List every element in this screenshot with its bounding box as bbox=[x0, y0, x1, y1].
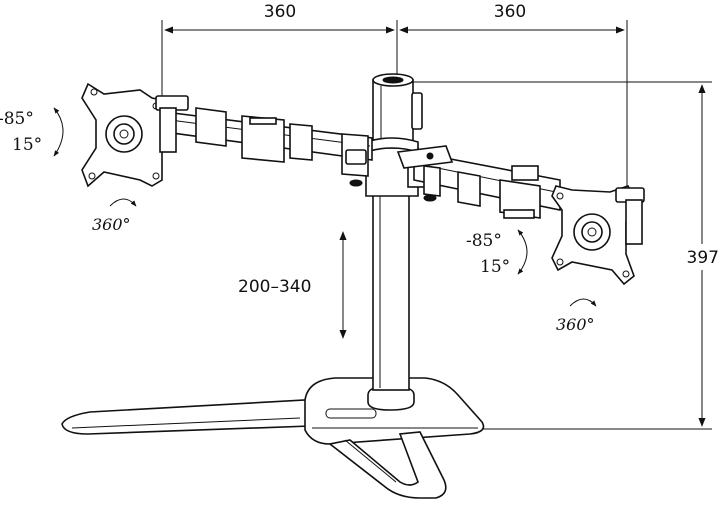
right-tilt-up-label: -85° bbox=[466, 231, 502, 251]
left-tilt-annotation: -85° 15° bbox=[0, 107, 64, 157]
right-rotation-label: 360° bbox=[556, 315, 595, 334]
right-tilt-annotation: -85° 15° bbox=[466, 229, 528, 277]
right-rotation-annotation: 360° bbox=[556, 298, 597, 334]
left-vesa-plate bbox=[81, 82, 189, 188]
stand-base bbox=[61, 377, 485, 499]
total-height-dimension: 397 bbox=[412, 81, 719, 430]
height-range-label: 200–340 bbox=[238, 277, 311, 297]
right-vesa-plate bbox=[551, 185, 645, 286]
height-range-dimension: 200–340 bbox=[238, 231, 347, 339]
stand-pole bbox=[365, 73, 427, 391]
width-dimension: 360 360 bbox=[161, 2, 628, 190]
total-height-label: 397 bbox=[687, 248, 719, 268]
left-tilt-down-label: 15° bbox=[12, 135, 42, 155]
left-arm bbox=[164, 107, 373, 187]
left-width-label: 360 bbox=[264, 2, 296, 22]
right-arm bbox=[396, 145, 561, 219]
right-tilt-down-label: 15° bbox=[480, 257, 510, 277]
left-tilt-up-label: -85° bbox=[0, 109, 34, 129]
right-width-label: 360 bbox=[494, 2, 526, 22]
left-rotation-annotation: 360° bbox=[92, 198, 137, 234]
left-rotation-label: 360° bbox=[92, 215, 131, 234]
